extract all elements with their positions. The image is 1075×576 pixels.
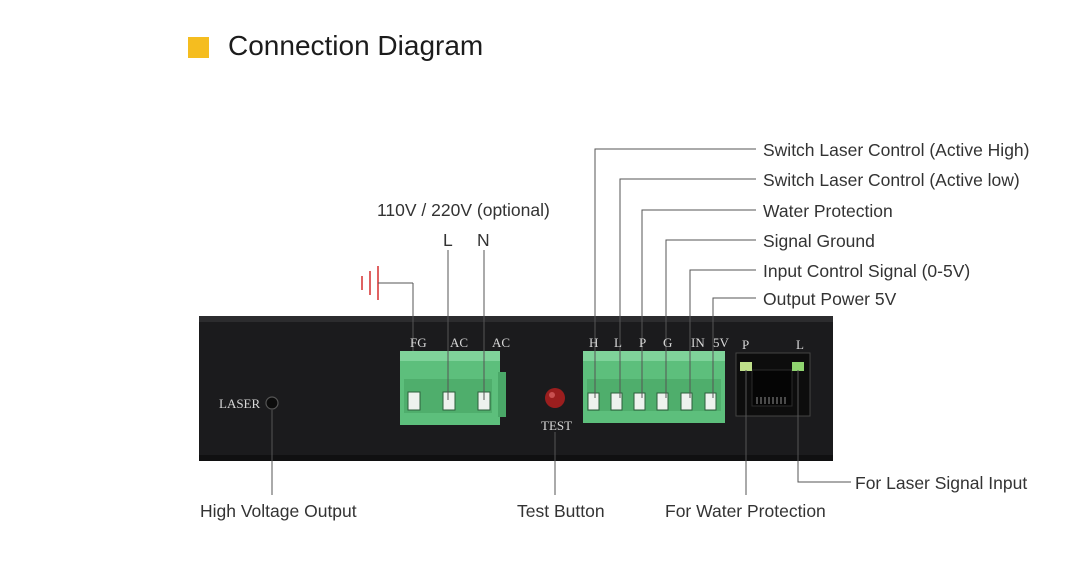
power-pin-l: L: [443, 230, 453, 250]
rj45-led-p: [740, 362, 752, 371]
power-pin-n: N: [477, 230, 490, 250]
test-button: [545, 388, 565, 408]
callout-active-high: Switch Laser Control (Active High): [763, 140, 1030, 160]
callout-signal-ground: Signal Ground: [763, 231, 875, 251]
device-body: [199, 316, 833, 461]
rj45-led-l: [792, 362, 804, 371]
terminal-label-h: H: [589, 335, 599, 350]
ground-icon: [361, 266, 379, 300]
laser-label: LASER: [219, 396, 261, 411]
laser-output-jack: [265, 396, 279, 410]
title-marker: [188, 37, 209, 58]
test-label: TEST: [541, 418, 573, 433]
terminal-label-ac1: AC: [450, 335, 469, 350]
rj45-port: [735, 352, 811, 417]
terminal-label-p: P: [639, 335, 647, 350]
callout-input-control: Input Control Signal (0-5V): [763, 261, 971, 281]
callout-for-water-protection: For Water Protection: [665, 501, 826, 521]
callout-high-voltage: High Voltage Output: [200, 501, 357, 521]
terminal-label-g: G: [663, 335, 673, 350]
signal-terminal-block: [583, 351, 725, 423]
terminal-label-fg: FG: [410, 335, 427, 350]
terminal-label-5v: 5V: [713, 335, 729, 350]
callout-laser-signal: For Laser Signal Input: [855, 473, 1028, 493]
rj45-label-p: P: [742, 337, 750, 352]
power-input-label: 110V / 220V (optional): [377, 200, 550, 220]
terminal-label-l: L: [614, 335, 622, 350]
callout-output-power: Output Power 5V: [763, 289, 897, 309]
power-terminal-block: [400, 351, 506, 425]
callout-water-protection: Water Protection: [763, 201, 893, 221]
terminal-label-in: IN: [691, 335, 705, 350]
terminal-label-ac2: AC: [492, 335, 511, 350]
callout-active-low: Switch Laser Control (Active low): [763, 170, 1020, 190]
page-title: Connection Diagram: [228, 30, 484, 61]
rj45-label-l: L: [796, 337, 804, 352]
callout-test-button: Test Button: [517, 501, 605, 521]
